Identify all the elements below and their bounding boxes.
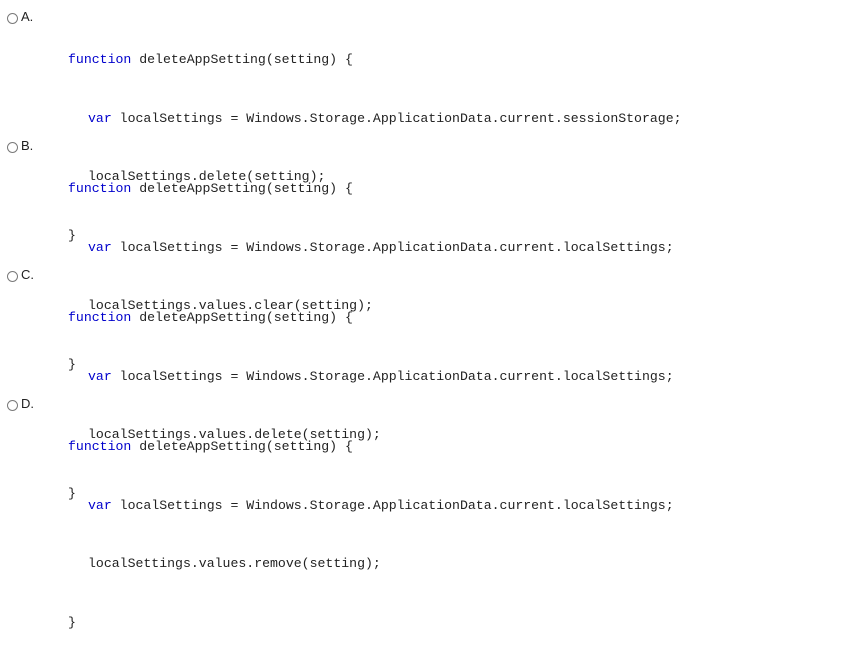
code-line-declaration: var localSettings = Windows.Storage.Appl… — [68, 109, 682, 129]
answer-option-c[interactable]: C. function deleteAppSetting(setting) { … — [0, 258, 851, 501]
code-line-declaration: var localSettings = Windows.Storage.Appl… — [68, 238, 674, 258]
answer-option-a[interactable]: A. function deleteAppSetting(setting) { … — [0, 0, 851, 243]
declaration-rest: localSettings = Windows.Storage.Applicat… — [111, 110, 682, 126]
code-line-declaration: var localSettings = Windows.Storage.Appl… — [68, 496, 674, 516]
function-signature: deleteAppSetting(setting) { — [131, 52, 353, 67]
declaration-rest: localSettings = Windows.Storage.Applicat… — [111, 497, 674, 513]
closing-brace: } — [68, 227, 76, 243]
keyword-function: function — [68, 181, 132, 196]
declaration-rest: localSettings = Windows.Storage.Applicat… — [111, 368, 674, 384]
code-block-d: function deleteAppSetting(setting) { var… — [68, 398, 674, 671]
option-letter-a: A. — [21, 9, 34, 24]
code-line-call: localSettings.values.delete(setting); — [88, 427, 381, 442]
closing-brace: } — [68, 356, 76, 372]
declaration-rest: localSettings = Windows.Storage.Applicat… — [111, 239, 674, 255]
radio-button-c[interactable] — [7, 271, 18, 282]
closing-brace: } — [68, 614, 76, 630]
code-line-signature: function deleteAppSetting(setting) { — [68, 50, 682, 70]
code-block-a: function deleteAppSetting(setting) { var… — [68, 11, 682, 284]
code-line-closing-brace: } — [68, 613, 674, 633]
option-letter-d: D. — [21, 396, 34, 411]
radio-button-b[interactable] — [7, 142, 18, 153]
code-block-c: function deleteAppSetting(setting) { var… — [68, 269, 674, 542]
keyword-var: var — [88, 239, 112, 255]
answer-option-b[interactable]: B. function deleteAppSetting(setting) { … — [0, 129, 851, 372]
keyword-function: function — [68, 310, 132, 325]
option-letter-c: C. — [21, 267, 34, 282]
radio-button-a[interactable] — [7, 13, 18, 24]
code-line-closing-brace: } — [68, 226, 682, 246]
code-line-signature: function deleteAppSetting(setting) { — [68, 437, 674, 457]
code-line-call: localSettings.values.clear(setting); — [88, 298, 373, 313]
code-line-closing-brace: } — [68, 355, 674, 375]
keyword-var: var — [88, 110, 112, 126]
function-signature: deleteAppSetting(setting) { — [131, 439, 353, 454]
code-block-b: function deleteAppSetting(setting) { var… — [68, 140, 674, 413]
option-letter-b: B. — [21, 138, 34, 153]
code-line-signature: function deleteAppSetting(setting) { — [68, 179, 674, 199]
radio-button-d[interactable] — [7, 400, 18, 411]
keyword-var: var — [88, 497, 112, 513]
answer-option-d[interactable]: D. function deleteAppSetting(setting) { … — [0, 387, 851, 630]
code-line-call: localSettings.delete(setting); — [88, 169, 326, 184]
keyword-function: function — [68, 439, 132, 454]
code-line-call: localSettings.values.remove(setting); — [88, 556, 381, 571]
code-line-declaration: var localSettings = Windows.Storage.Appl… — [68, 367, 674, 387]
keyword-function: function — [68, 52, 132, 67]
function-signature: deleteAppSetting(setting) { — [131, 181, 353, 196]
code-line-signature: function deleteAppSetting(setting) { — [68, 308, 674, 328]
function-signature: deleteAppSetting(setting) { — [131, 310, 353, 325]
keyword-var: var — [88, 368, 112, 384]
